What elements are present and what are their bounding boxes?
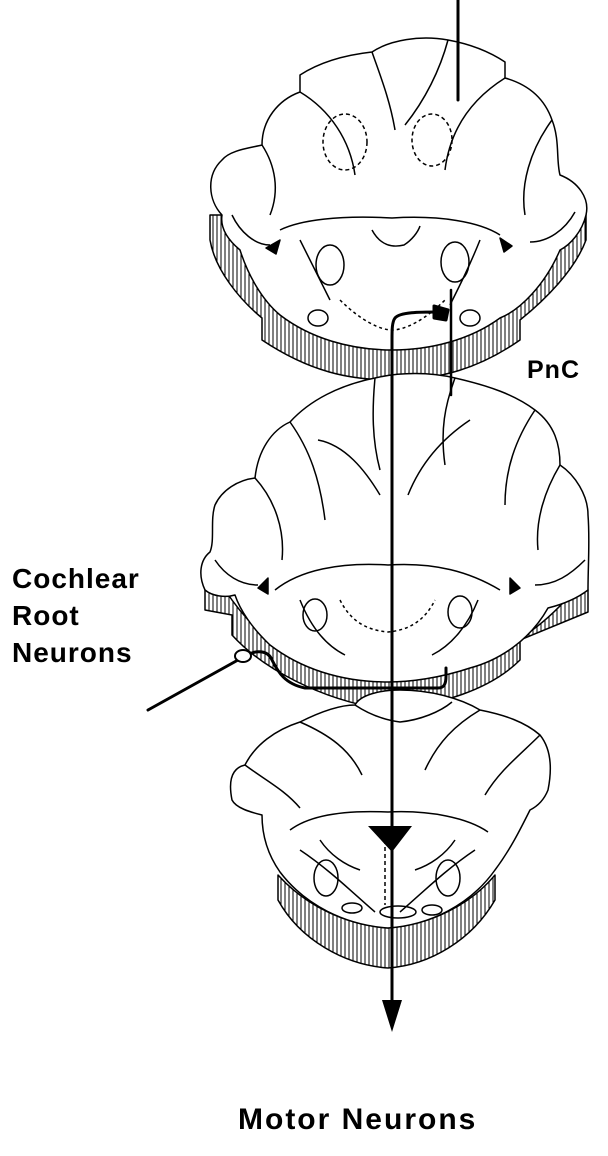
cochlear-root-neuron-soma [235,650,251,662]
brainstem-section-middle [201,374,589,711]
auditory-nerve-input [148,660,238,710]
brainstem-section-top [210,38,587,380]
cochlear-root-neurons-label: Cochlear Root Neurons [12,560,140,671]
pnc-neuron-soma [434,306,448,320]
motor-neurons-label: Motor Neurons [238,1103,477,1137]
pnc-label: PnC [527,356,580,385]
cochlear-label-line-2: Root [12,597,140,634]
cochlear-label-line-3: Neurons [12,634,140,671]
output-arrowhead [382,1000,402,1032]
cochlear-label-line-1: Cochlear [12,560,140,597]
